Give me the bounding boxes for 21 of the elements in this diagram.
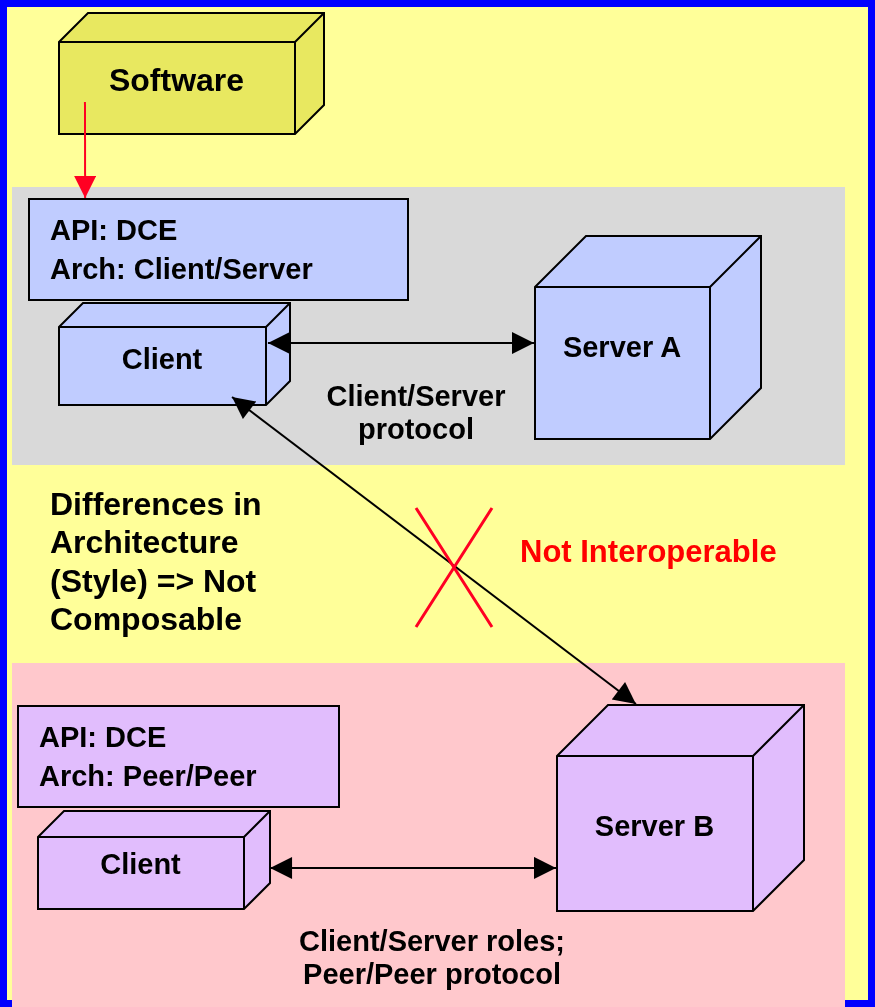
arrow (231, 395, 637, 705)
node-label: Software (107, 60, 246, 100)
node-label: Client (120, 341, 204, 377)
node-label: Client (99, 847, 182, 883)
node-label: API: DCE (50, 212, 179, 248)
edge-label: Client/Server protocol (325, 380, 507, 447)
info-box (17, 705, 340, 808)
node-label: Server A (561, 329, 683, 365)
region-band (12, 663, 845, 1007)
arrow (269, 856, 557, 879)
node-label: API: DCE (39, 719, 168, 755)
region-band (12, 187, 845, 465)
edge-label: Client/Server roles; Peer/Peer protocol (298, 925, 566, 992)
node-label: Server B (593, 809, 716, 845)
status-text: Not Interoperable (520, 533, 778, 571)
arrow (74, 101, 97, 199)
node-label: Arch: Client/Server (50, 252, 314, 287)
node-label: Arch: Peer/Peer (39, 759, 258, 794)
note-text: Differences in Architecture (Style) => Not Composable (50, 485, 263, 639)
info-box (28, 198, 409, 301)
arrow (266, 332, 535, 355)
